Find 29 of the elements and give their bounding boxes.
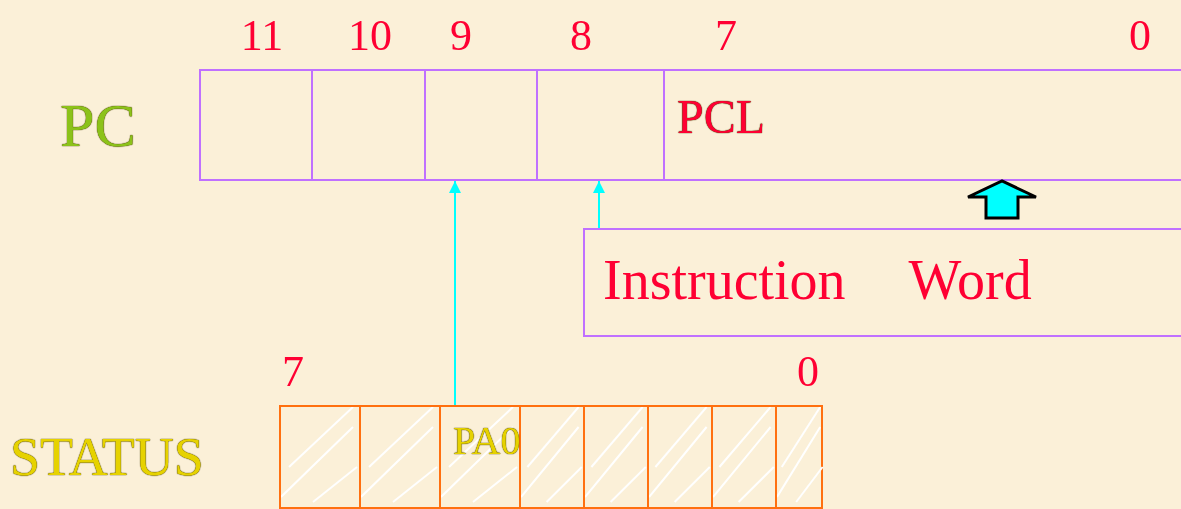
arrow bbox=[449, 180, 461, 406]
register-bit-cell bbox=[711, 405, 775, 509]
register-field: PCL bbox=[663, 69, 1181, 181]
register-name: STATUS bbox=[10, 430, 204, 484]
bit-number: 0 bbox=[1129, 14, 1151, 58]
register-bit-cell bbox=[359, 405, 439, 509]
register-field: PA0 bbox=[439, 405, 519, 509]
bit-number: 7 bbox=[282, 350, 304, 394]
register-name: PC bbox=[60, 94, 136, 156]
instruction-box: Instruction Word bbox=[583, 228, 1181, 337]
bit-number: 7 bbox=[715, 14, 737, 58]
bit-number: 11 bbox=[240, 14, 284, 58]
register-bit-cell bbox=[775, 405, 823, 509]
register-bit-cell bbox=[199, 69, 311, 181]
register-bit-cell bbox=[279, 405, 359, 509]
register-bit-cell bbox=[583, 405, 647, 509]
register-bit-cell bbox=[424, 69, 536, 181]
register bbox=[10, 405, 823, 509]
bit-number: 8 bbox=[570, 14, 592, 58]
bit-number: 9 bbox=[450, 14, 472, 58]
bit-number: 0 bbox=[797, 350, 819, 394]
arrow bbox=[593, 180, 605, 229]
register-bit-cell bbox=[311, 69, 424, 181]
register-bit-cell bbox=[536, 69, 663, 181]
bit-number: 10 bbox=[348, 14, 392, 58]
register-bit-cell bbox=[519, 405, 583, 509]
register-bit-cell bbox=[647, 405, 711, 509]
block-arrow bbox=[966, 179, 1038, 220]
register bbox=[60, 69, 1181, 181]
